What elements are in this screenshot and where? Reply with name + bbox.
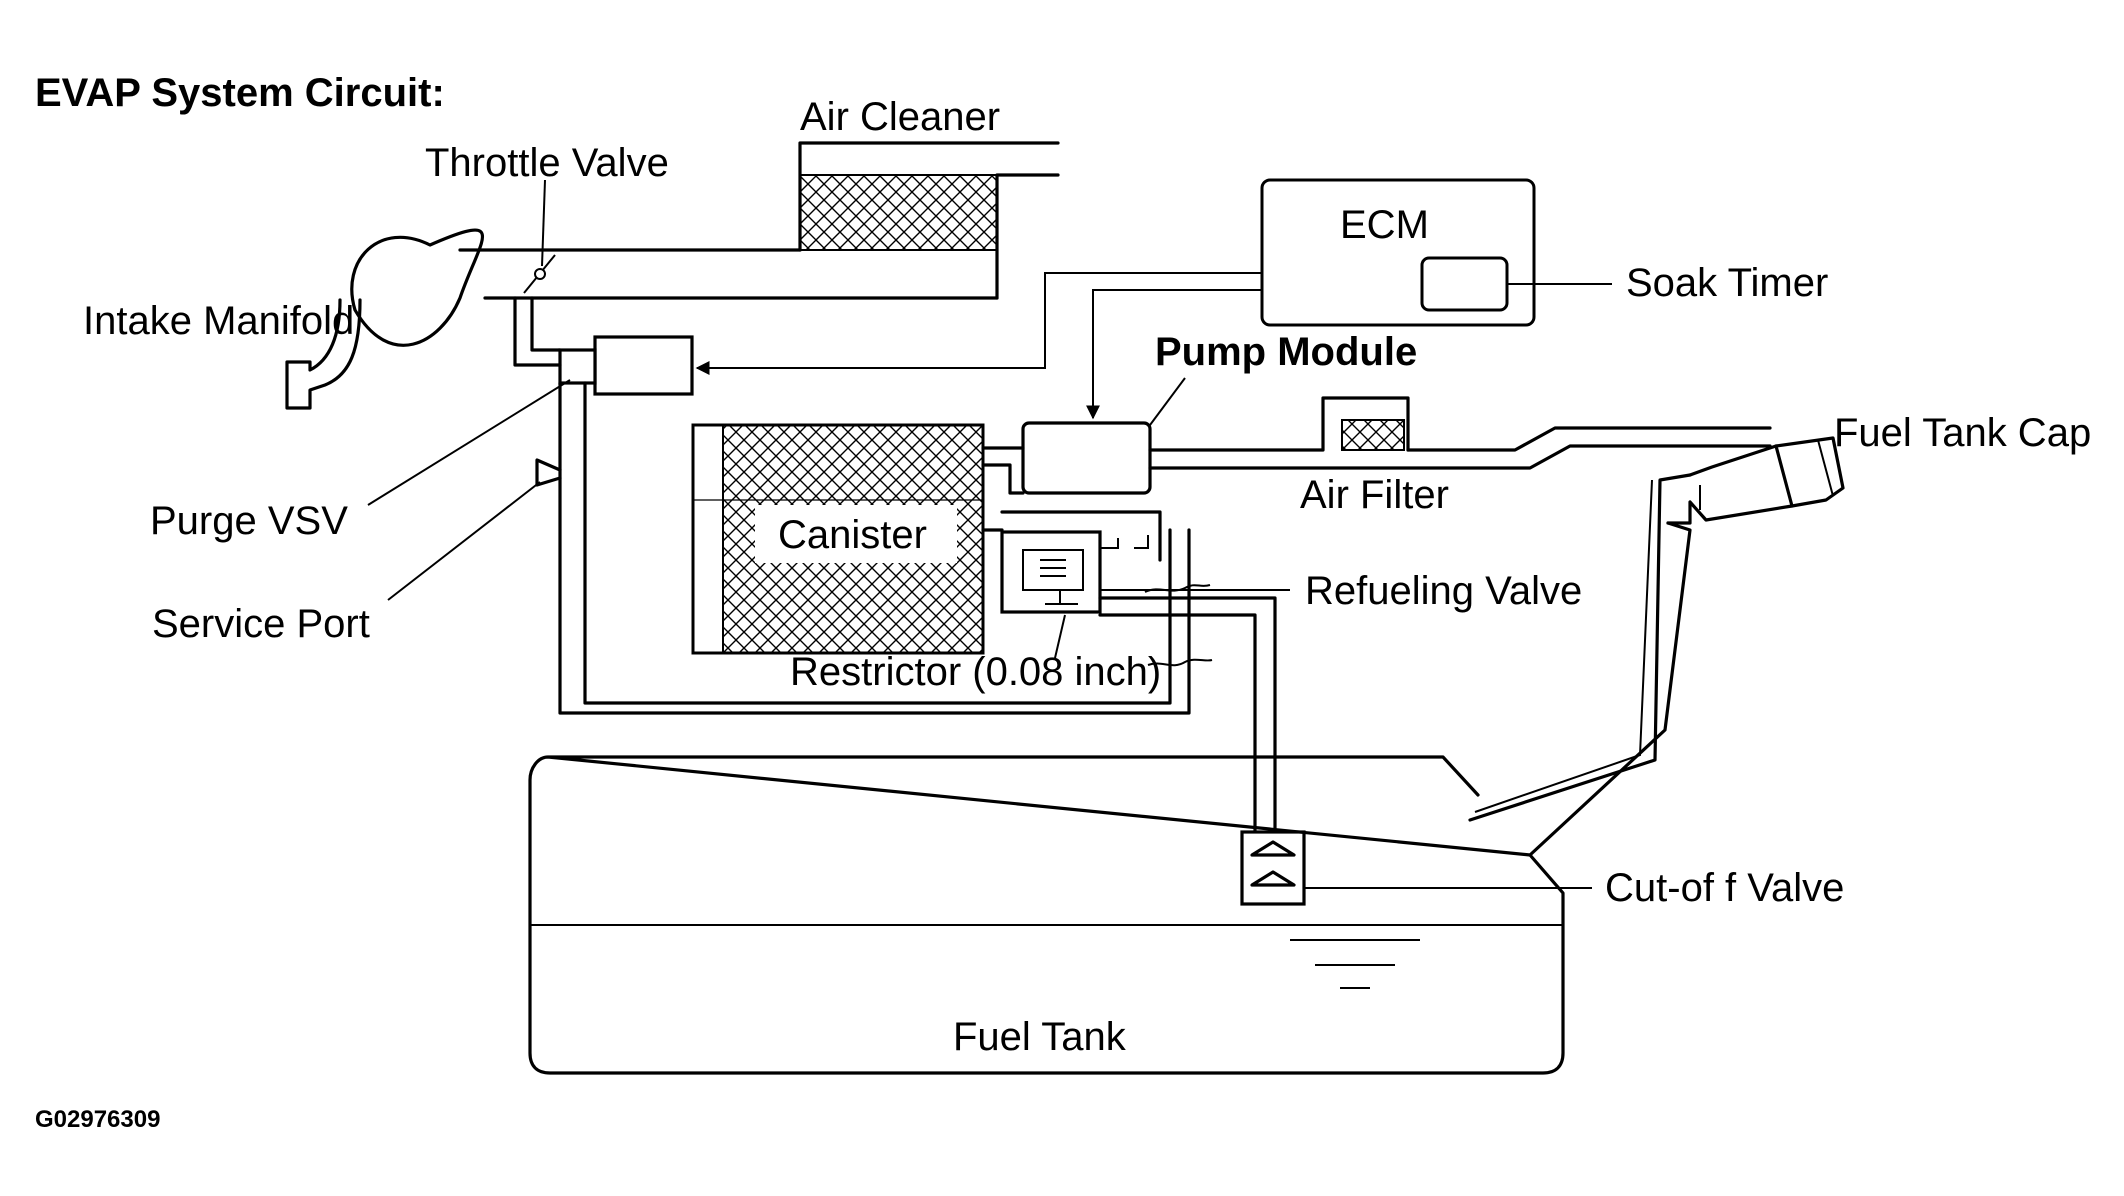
pump-module-label: Pump Module: [1155, 330, 1417, 374]
air-cleaner: [798, 141, 1060, 300]
pump-module: [1021, 421, 1152, 495]
refueling-valve-label: Refueling Valve: [1305, 569, 1582, 613]
ecm-signal-lines: [695, 272, 1262, 420]
ecm-label: ECM: [1340, 203, 1429, 247]
intake-manifold: [285, 228, 485, 410]
fuel-tank: [528, 755, 1565, 1075]
filler-neck: [1468, 473, 1701, 857]
pump-module-leader: [1149, 377, 1186, 426]
throttle-valve: [523, 179, 556, 294]
purge-vsv: [558, 335, 694, 396]
intake-pipe: [458, 248, 999, 300]
soak-timer-box: [1420, 256, 1509, 312]
air-filter-label: Air Filter: [1300, 473, 1449, 517]
restrictor-leader: [1054, 614, 1066, 659]
canister-to-pump-hose: [981, 446, 1025, 495]
canister-label: Canister: [778, 513, 927, 557]
purge-vsv-label: Purge VSV: [150, 499, 348, 543]
air-cleaner-label: Air Cleaner: [800, 95, 1000, 139]
air-filter: [1148, 396, 1772, 470]
cut-off-valve-label: Cut-of f Valve: [1605, 866, 1844, 910]
service-port-leader: [387, 481, 541, 601]
soak-timer-label: Soak Timer: [1626, 261, 1828, 305]
throttle-valve-label: Throttle Valve: [425, 141, 669, 185]
service-port-label: Service Port: [152, 602, 370, 646]
refueling-valve: [981, 510, 1277, 834]
fuel-tank-label: Fuel Tank: [953, 1015, 1127, 1059]
restrictor-symbol: [1147, 658, 1213, 667]
fuel-level-symbol: [1290, 939, 1420, 989]
diagram-title: EVAP System Circuit:: [35, 71, 445, 115]
fuel-tank-cap-label: Fuel Tank Cap: [1834, 411, 2091, 455]
purge-vsv-leader: [367, 379, 571, 506]
intake-manifold-label: Intake Manifold: [83, 299, 354, 343]
restrictor-label: Restrictor (0.08 inch): [790, 650, 1161, 694]
cut-off-valve: [1240, 830, 1592, 906]
figure-code: G02976309: [35, 1106, 160, 1133]
fuel-tank-cap: [1666, 436, 1845, 525]
ecm-box: [1260, 178, 1536, 327]
service-port: [535, 458, 562, 487]
canister: [691, 423, 985, 655]
throttle-to-purge-hose: [513, 296, 562, 367]
